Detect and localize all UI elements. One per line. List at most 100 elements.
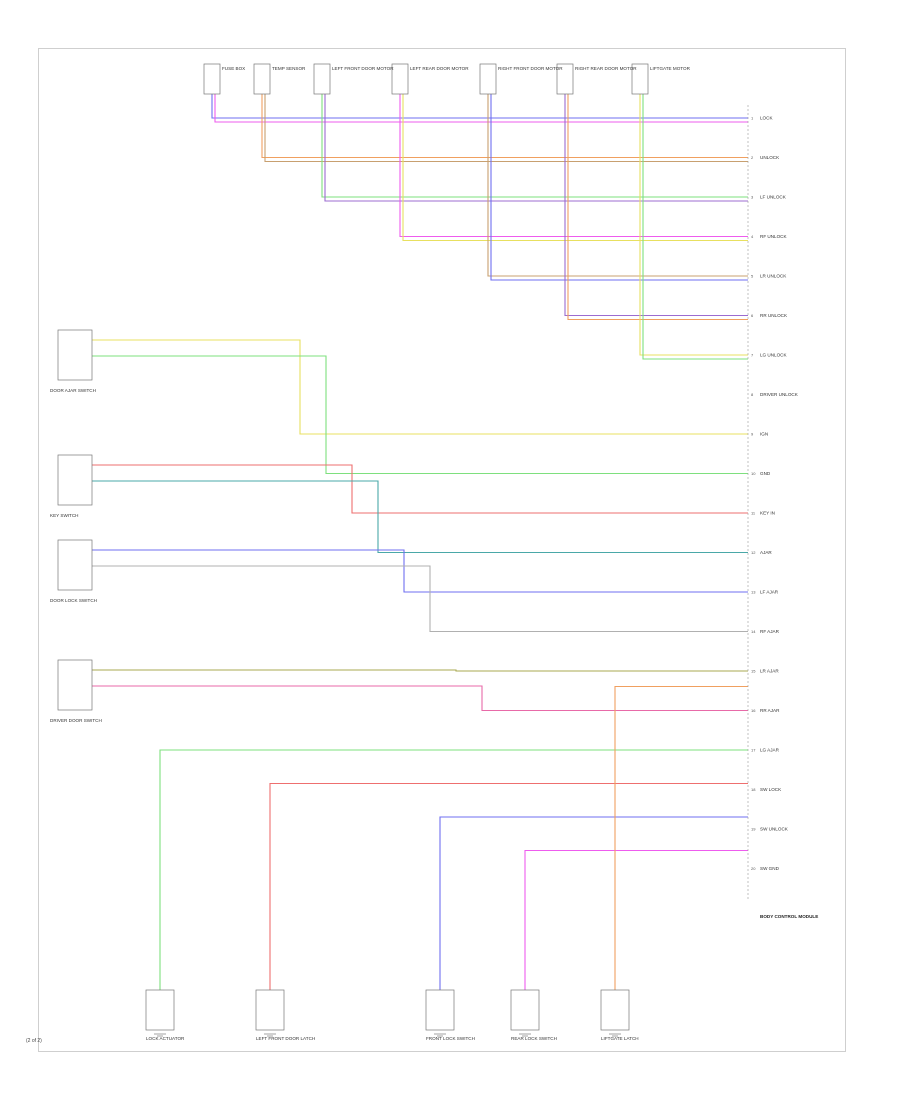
module-pin-label: UNLOCK xyxy=(760,155,780,160)
bottom-component-box xyxy=(510,989,540,1031)
top-component-label: RIGHT REAR DOOR MOTOR xyxy=(575,66,637,71)
bottom-component-label: REAR LOCK SWITCH xyxy=(511,1036,557,1041)
bottom-wire xyxy=(269,782,748,990)
labels-layer: 1 LOCK 2 UNLOCK 3 LF UNLOCK 4 RF UNLOCK 5 LR UNLO… xyxy=(50,66,818,1041)
bottom-wire xyxy=(614,685,748,990)
left-component-box xyxy=(57,454,93,506)
module-pin-label: KEY IN xyxy=(760,511,775,516)
top-component-label: TEMP SENSOR xyxy=(272,66,306,71)
top-component-box xyxy=(631,63,649,95)
top-wire-pair xyxy=(490,94,748,281)
module-pin-label: SW UNLOCK xyxy=(760,827,789,832)
left-wire xyxy=(92,355,748,475)
module-pin-number: 11 xyxy=(751,511,756,516)
module-pin-number: 7 xyxy=(751,353,754,358)
module-pin-label: LR AJAR xyxy=(760,669,779,674)
module-pin-number: 5 xyxy=(751,274,754,279)
top-wire xyxy=(639,94,748,356)
top-component-label: RIGHT FRONT DOOR MOTOR xyxy=(498,66,563,71)
bottom-component-label: LIFTGATE LATCH xyxy=(601,1036,639,1041)
left-wire xyxy=(92,669,748,672)
module-pin-number: 8 xyxy=(751,392,754,397)
left-wire xyxy=(92,339,748,435)
wires-layer xyxy=(92,94,748,990)
module-pin-label: RF UNLOCK xyxy=(760,234,787,239)
module-pin-number: 2 xyxy=(751,155,754,160)
top-component-box xyxy=(556,63,574,95)
bottom-component-label: FRONT LOCK SWITCH xyxy=(426,1036,475,1041)
module-pin-label: IGN xyxy=(760,432,768,437)
top-component-label: FUSE BOX xyxy=(222,66,245,71)
module-pin-number: 16 xyxy=(751,708,756,713)
module-pin-label: LOCK xyxy=(760,116,773,121)
top-component-box xyxy=(391,63,409,95)
bottom-component-box xyxy=(145,989,175,1031)
top-wire-pair xyxy=(264,94,748,163)
module-pin-number: 15 xyxy=(751,669,756,674)
bottom-wire xyxy=(524,849,748,990)
top-component-box xyxy=(203,63,221,95)
module-pin-label: LG UNLOCK xyxy=(760,353,787,358)
top-wire-pair xyxy=(214,94,748,123)
top-wire-pair xyxy=(324,94,748,202)
module-pin-label: GND xyxy=(760,471,771,476)
module-pin-number: 17 xyxy=(751,748,756,753)
left-wire xyxy=(92,565,748,633)
left-component-label: KEY SWITCH xyxy=(50,513,79,518)
module-pin-number: 3 xyxy=(751,195,754,200)
components-layer xyxy=(57,63,749,1037)
module-pin-number: 12 xyxy=(751,550,756,555)
top-wire xyxy=(211,94,748,119)
bottom-wire xyxy=(439,816,748,990)
top-wire xyxy=(487,94,748,277)
module-pin-number: 10 xyxy=(751,471,756,476)
module-pin-label: LF UNLOCK xyxy=(760,195,787,200)
left-component-label: DOOR AJAR SWITCH xyxy=(50,388,96,393)
module-pin-number: 1 xyxy=(751,116,754,121)
top-component-label: LIFTGATE MOTOR xyxy=(650,66,691,71)
top-component-label: LEFT REAR DOOR MOTOR xyxy=(410,66,469,71)
top-wire-pair xyxy=(567,94,748,321)
left-component-box xyxy=(57,539,93,591)
left-wire xyxy=(92,480,748,554)
left-wire xyxy=(92,685,748,712)
top-wire xyxy=(261,94,748,159)
left-component-box xyxy=(57,659,93,711)
top-wire xyxy=(321,94,748,198)
bottom-component-box xyxy=(425,989,455,1031)
bottom-component-label: LEFT FRONT DOOR LATCH xyxy=(256,1036,315,1041)
bottom-component-box xyxy=(600,989,630,1031)
diagram-frame xyxy=(38,48,846,1052)
module-pin-number: 9 xyxy=(751,432,754,437)
module-pin-number: 19 xyxy=(751,827,756,832)
module-pin-label: LR UNLOCK xyxy=(760,274,787,279)
module-pin-label: LG AJAR xyxy=(760,748,780,753)
module-pin-number: 14 xyxy=(751,629,756,634)
module-pin-label: DRIVER UNLOCK xyxy=(760,392,799,397)
top-component-box xyxy=(313,63,331,95)
module-pin-label: RF AJAR xyxy=(760,629,780,634)
page-footer: (2 of 2) xyxy=(26,1038,42,1044)
module-pin-number: 13 xyxy=(751,590,756,595)
module-pin-label: AJAR xyxy=(760,550,772,555)
top-component-box xyxy=(253,63,271,95)
bottom-wire xyxy=(159,749,748,990)
top-component-box xyxy=(479,63,497,95)
module-title: BODY CONTROL MODULE xyxy=(760,914,818,919)
module-pin-number: 4 xyxy=(751,234,754,239)
top-wire-pair xyxy=(642,94,748,360)
module-pin-label: SW GND xyxy=(760,866,780,871)
top-component-label: LEFT FRONT DOOR MOTOR xyxy=(332,66,394,71)
top-wire xyxy=(399,94,748,238)
top-wire xyxy=(564,94,748,317)
left-component-box xyxy=(57,329,93,381)
module-pin-number: 18 xyxy=(751,787,756,792)
left-component-label: DOOR LOCK SWITCH xyxy=(50,598,97,603)
left-wire xyxy=(92,464,748,514)
module-pin-label: RR UNLOCK xyxy=(760,313,788,318)
module-pin-number: 6 xyxy=(751,313,754,318)
module-pin-number: 20 xyxy=(751,866,756,871)
left-component-label: DRIVER DOOR SWITCH xyxy=(50,718,102,723)
bottom-component-box xyxy=(255,989,285,1031)
